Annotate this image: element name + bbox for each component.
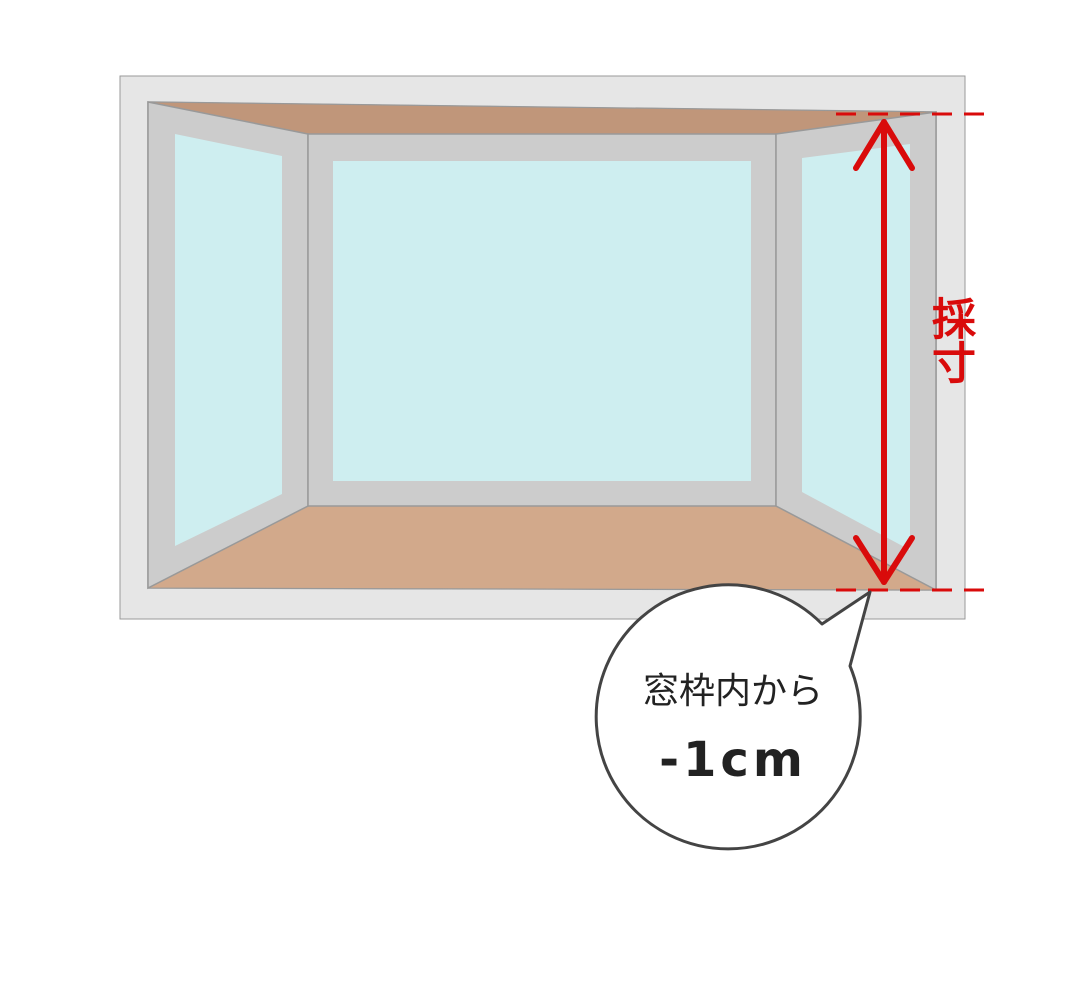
right-side-glass <box>802 144 910 550</box>
center-glass <box>333 161 751 481</box>
arrow-head-down <box>853 535 915 585</box>
measurement-arrow <box>853 119 915 585</box>
left-side-glass <box>175 134 282 546</box>
measurement-label: 採寸 <box>924 296 975 384</box>
callout-text-line2: -1cm <box>659 732 807 788</box>
arrow-head-up <box>853 119 915 171</box>
speech-bubble <box>594 583 872 851</box>
callout-text-line1: 窓枠内から <box>642 671 823 712</box>
